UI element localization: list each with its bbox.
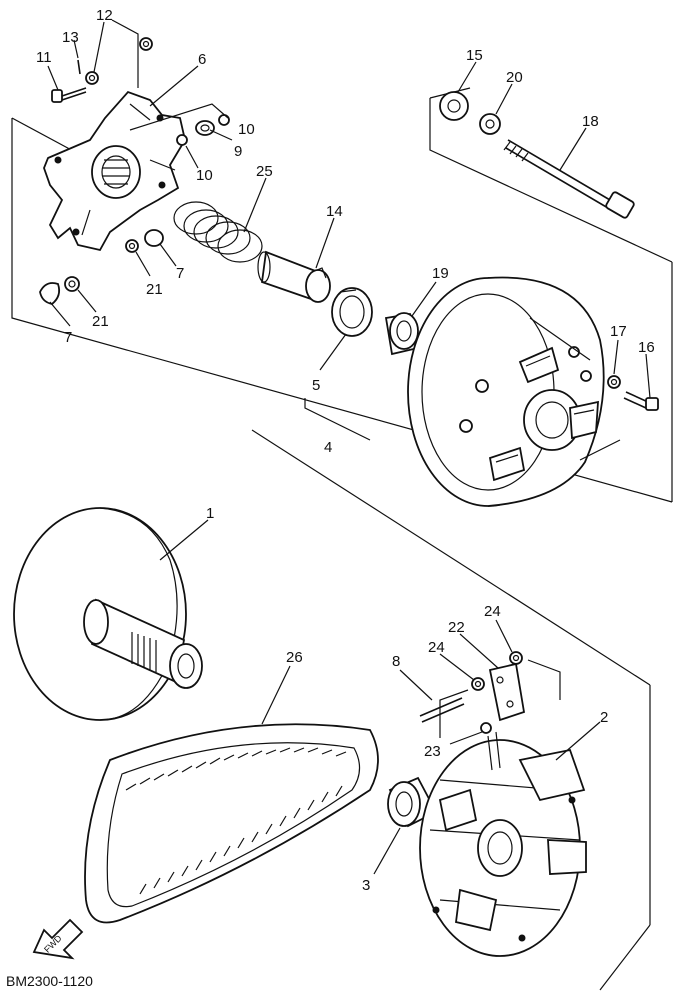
callout-5: 5 <box>312 377 320 394</box>
callout-23: 23 <box>424 743 441 760</box>
callout-11: 11 <box>36 49 52 66</box>
callout-10-upper: 10 <box>238 121 255 138</box>
diagram-code: BM2300-1120 <box>6 973 93 989</box>
callout-25: 25 <box>256 163 273 180</box>
callout-24-left: 24 <box>428 639 445 656</box>
callout-8: 8 <box>392 653 400 670</box>
callout-1: 1 <box>206 505 214 522</box>
callout-19: 19 <box>432 265 449 282</box>
callout-9: 9 <box>234 143 242 160</box>
callout-15: 15 <box>466 47 483 64</box>
collar-part <box>384 312 420 356</box>
callout-13: 13 <box>62 29 79 46</box>
callout-3: 3 <box>362 877 370 894</box>
callout-2: 2 <box>600 709 608 726</box>
callout-labels: 12 13 11 6 10 9 10 25 14 7 21 21 7 5 4 1… <box>36 7 655 894</box>
callout-26: 26 <box>286 649 303 666</box>
callout-4: 4 <box>324 439 332 456</box>
spring-part <box>173 201 263 263</box>
bushing-part <box>331 287 373 337</box>
callout-20: 20 <box>506 69 523 86</box>
callout-17: 17 <box>610 323 627 340</box>
callout-24-right: 24 <box>484 603 501 620</box>
callout-18: 18 <box>582 113 599 130</box>
callout-leaders <box>47 19 651 875</box>
lower-spider-plate-part <box>419 739 587 957</box>
callout-16: 16 <box>638 339 655 356</box>
lower-hardware <box>419 651 526 771</box>
callout-22: 22 <box>448 619 465 636</box>
callout-10-lower: 10 <box>196 167 213 184</box>
callout-6: 6 <box>198 51 206 68</box>
callout-14: 14 <box>326 203 343 220</box>
upper-left-hardware <box>39 37 230 305</box>
lower-assembly-boundary <box>251 429 651 991</box>
fwd-arrow-icon: FWD <box>32 918 84 960</box>
fixed-sheave-part <box>13 507 203 721</box>
sleeve-part <box>257 250 331 303</box>
callout-7-upper: 7 <box>176 265 184 282</box>
movable-sheave-housing <box>407 276 621 507</box>
upper-right-hardware <box>439 91 659 411</box>
callout-21-upper: 21 <box>146 281 163 298</box>
spider-hub-part <box>43 90 186 252</box>
drive-belt-part <box>84 723 379 924</box>
callout-7-lower: 7 <box>64 329 72 346</box>
callout-21-lower: 21 <box>92 313 109 330</box>
callout-12: 12 <box>96 7 113 24</box>
